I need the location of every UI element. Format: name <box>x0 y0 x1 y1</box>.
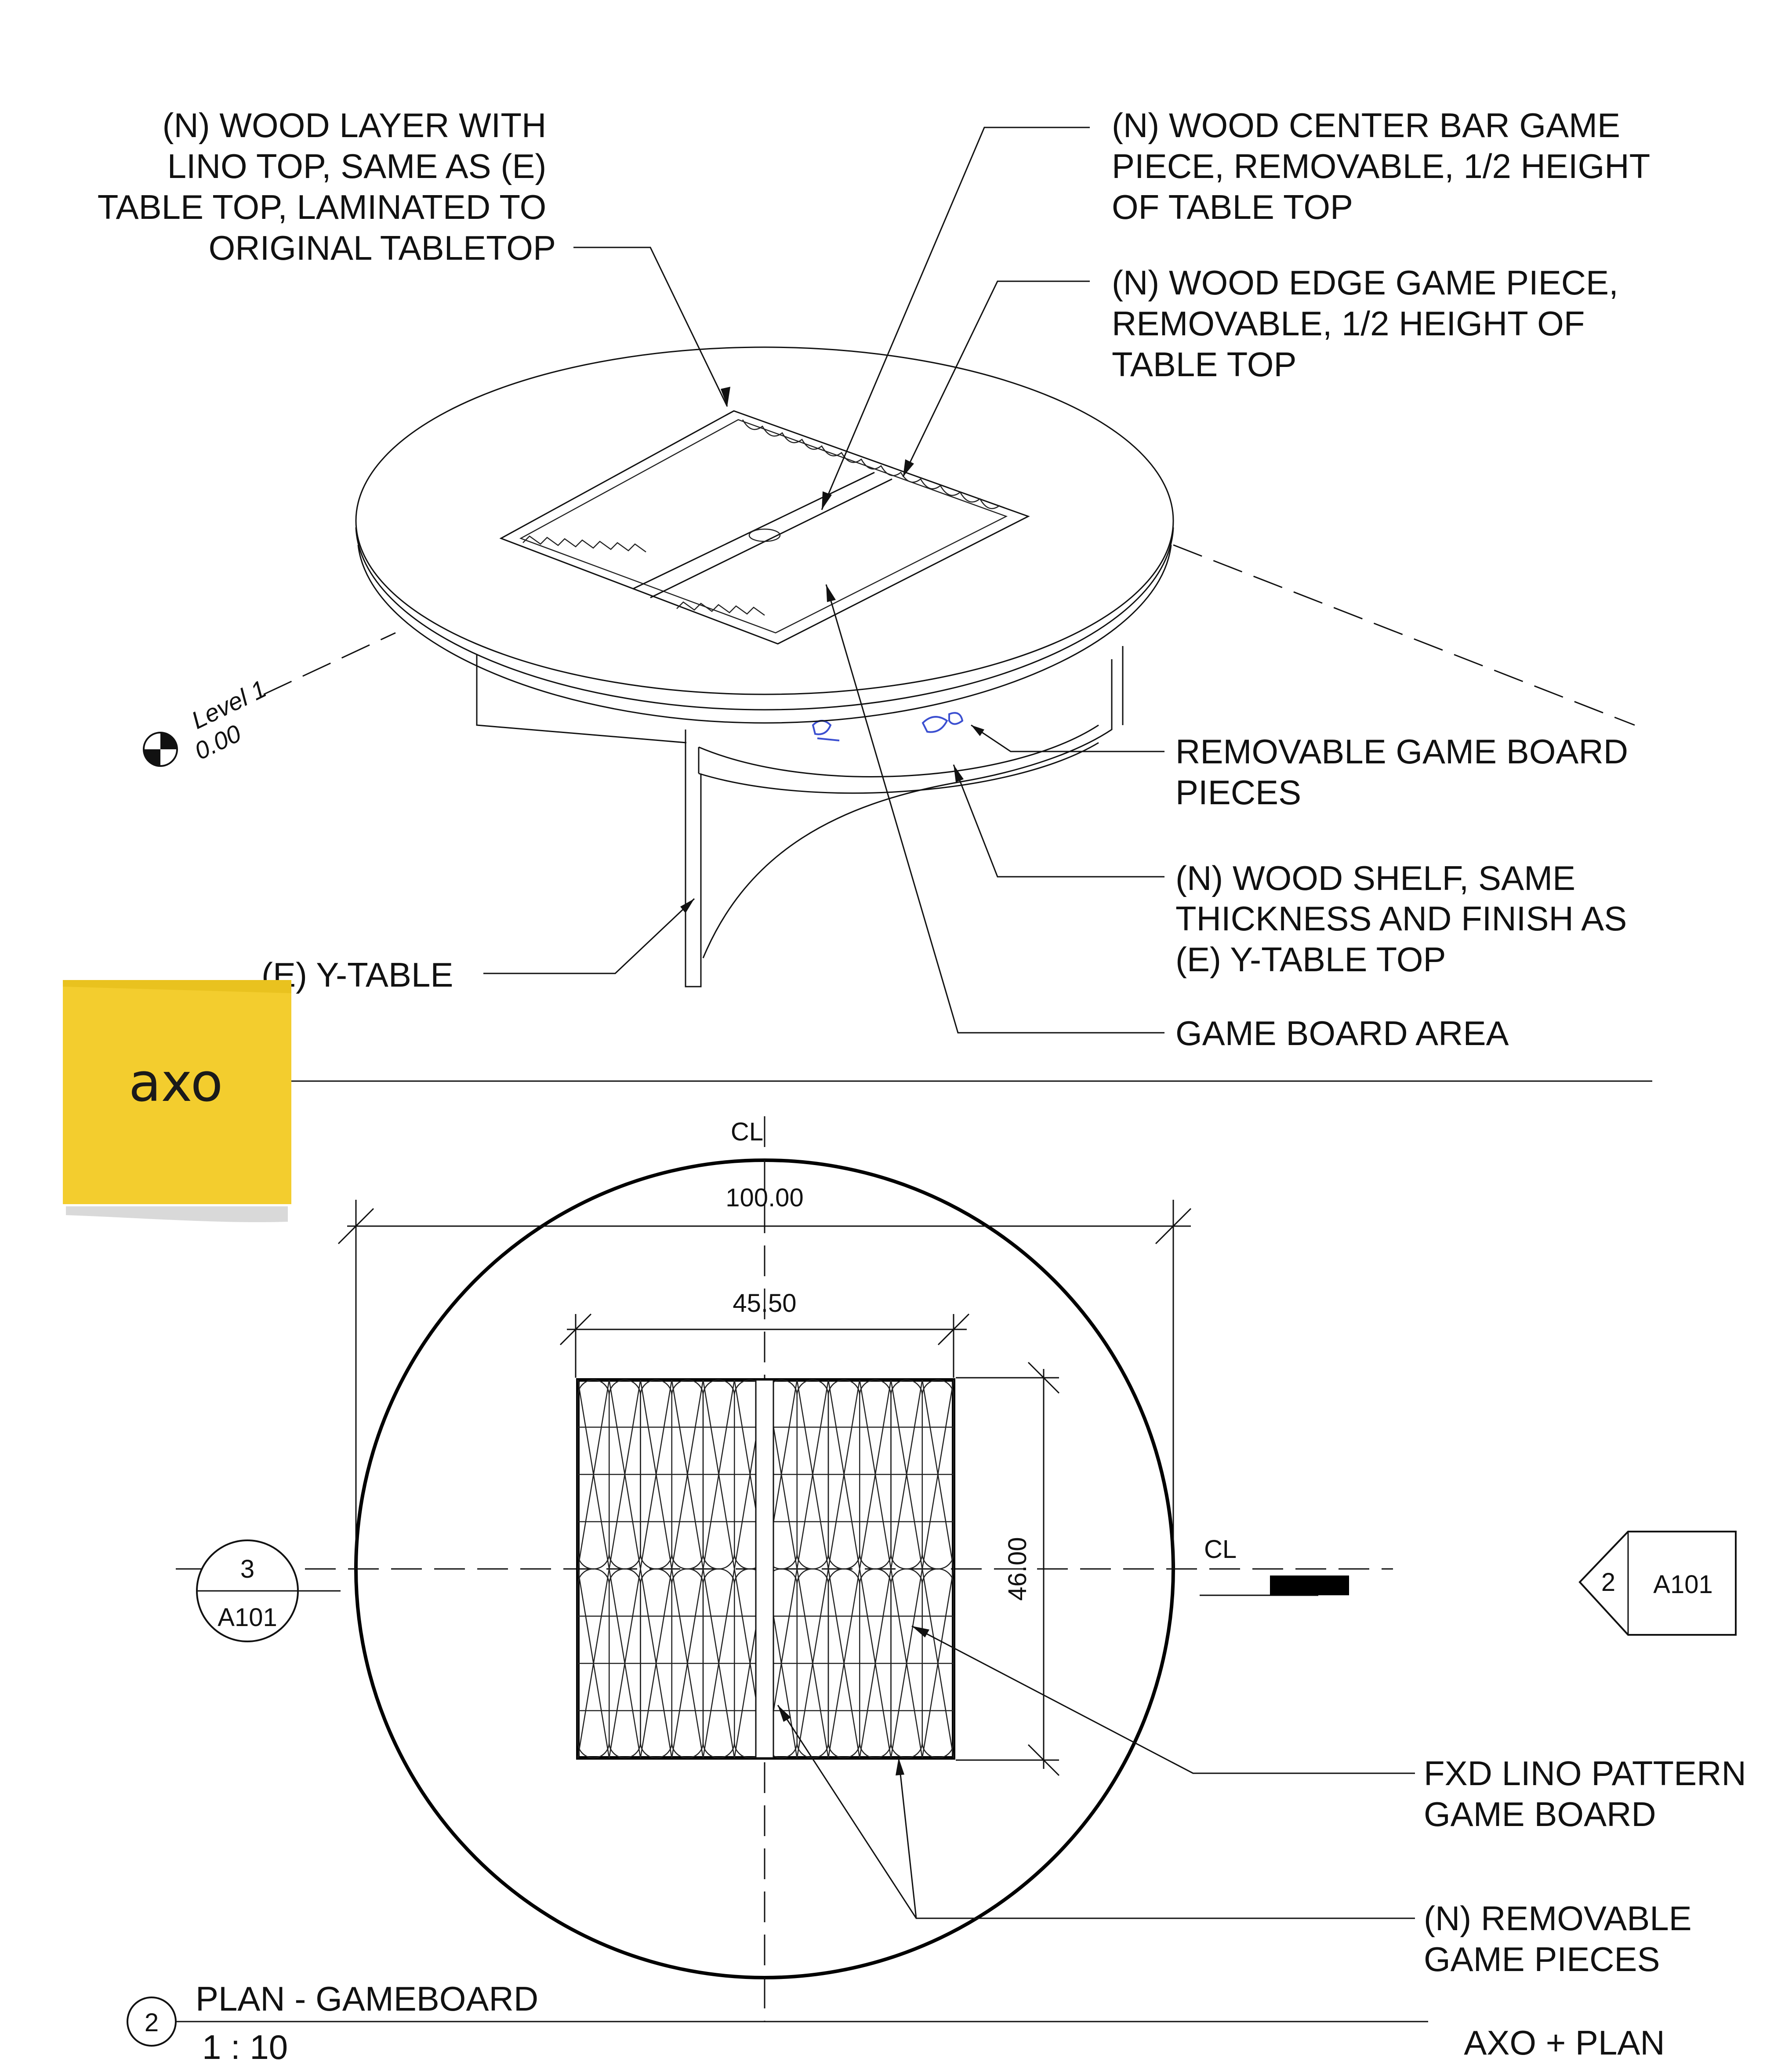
wood-shelf <box>698 724 1099 794</box>
note-lino-pattern: FXD LINO PATTERN GAME BOARD <box>1424 1754 1756 1833</box>
note-removable-pieces: REMOVABLE GAME BOARD PIECES <box>1175 732 1638 812</box>
level-marker: Level 1 0.00 <box>143 675 271 767</box>
centerline-right-bar <box>1270 1576 1349 1595</box>
sticky-note-text: axo <box>129 1053 223 1114</box>
note-wood-layer: (N) WOOD LAYER WITH LINO TOP, SAME AS (E… <box>98 106 556 267</box>
dimension-overall-value: 100.00 <box>726 1183 803 1212</box>
section-right-number: 2 <box>1601 1568 1615 1597</box>
centerline-label-right: CL <box>1204 1535 1237 1564</box>
note-game-board-area: GAME BOARD AREA <box>1175 1014 1509 1053</box>
plan-view: 100.00 45.50 46.00 CL CL <box>176 1116 1756 2022</box>
table-top <box>355 346 1174 724</box>
section-left-number: 3 <box>240 1555 254 1583</box>
axo-view: Level 1 0.00 (N) WOOD LAYER WITH LINO TO… <box>98 106 1659 1053</box>
dimension-board-height-value: 46.00 <box>1003 1537 1032 1601</box>
section-marker-right: 2 A101 <box>1578 1531 1737 1636</box>
dimension-board-height: 46.00 <box>956 1361 1060 1776</box>
note-y-table: (E) Y-TABLE <box>261 955 453 994</box>
note-shelf: (N) WOOD SHELF, SAME THICKNESS AND FINIS… <box>1175 859 1636 979</box>
section-right-sheet: A101 <box>1653 1570 1712 1599</box>
note-edge-piece: (N) WOOD EDGE GAME PIECE, REMOVABLE, 1/2… <box>1112 263 1628 384</box>
plan-leaders <box>777 1625 1415 1919</box>
section-marker-left: 3 A101 <box>196 1539 341 1642</box>
section-left-sheet: A101 <box>218 1603 277 1632</box>
axo-leaders <box>263 127 1635 1034</box>
view-scale: 1 : 10 <box>202 2028 288 2062</box>
sticky-note[interactable]: axo <box>63 980 291 1223</box>
view-number: 2 <box>145 2008 159 2037</box>
view-title: PLAN - GAMEBOARD <box>196 1979 538 2018</box>
view-title-block: 2 PLAN - GAMEBOARD 1 : 10 AXO + PLAN <box>127 1979 1665 2062</box>
y-table-base <box>476 646 1124 987</box>
dimension-overall: 100.00 <box>337 1183 1192 1569</box>
note-center-bar: (N) WOOD CENTER BAR GAME PIECE, REMOVABL… <box>1112 106 1659 226</box>
removable-game-pieces-sketch <box>812 712 964 741</box>
sheet-title: AXO + PLAN <box>1464 2023 1665 2062</box>
note-removable-game-pieces: (N) REMOVABLE GAME PIECES <box>1424 1899 1701 1979</box>
dimension-board-width: 45.50 <box>559 1289 970 1378</box>
centerline-label-top: CL <box>731 1118 763 1146</box>
game-board-inset <box>499 410 1030 645</box>
dimension-board-width-value: 45.50 <box>733 1289 796 1318</box>
